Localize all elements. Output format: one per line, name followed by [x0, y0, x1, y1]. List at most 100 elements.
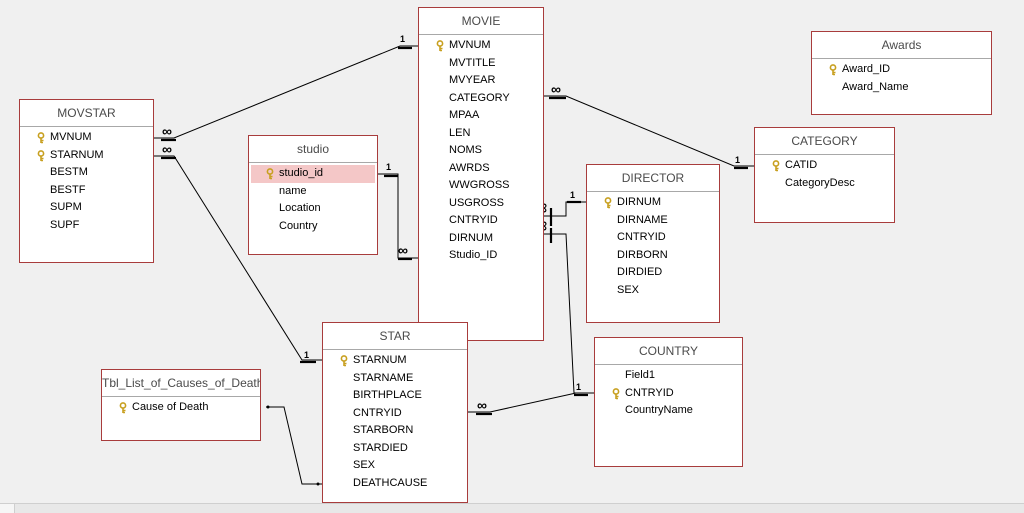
field-row[interactable]: MVYEAR: [419, 72, 543, 90]
field-name: Studio_ID: [449, 249, 498, 261]
field-row[interactable]: CNTRYID: [323, 405, 467, 423]
field-row[interactable]: LEN: [419, 125, 543, 143]
field-row[interactable]: STARNUM: [20, 147, 153, 165]
field-row[interactable]: DEATHCAUSE: [323, 475, 467, 493]
table-title: STAR: [323, 323, 467, 350]
field-row[interactable]: STARNAME: [323, 370, 467, 388]
horizontal-scrollbar[interactable]: [0, 503, 1024, 513]
table-title: DIRECTOR: [587, 165, 719, 192]
table-causes-of-death[interactable]: Tbl_List_of_Causes_of_Death Cause of Dea…: [101, 369, 261, 441]
field-row[interactable]: NOMS: [419, 142, 543, 160]
scroll-left-arrow-icon[interactable]: [0, 504, 15, 513]
field-name: DIRDIED: [617, 266, 663, 278]
field-name: DIRNUM: [617, 196, 661, 208]
field-row[interactable]: MVTITLE: [419, 55, 543, 73]
field-row[interactable]: Location: [249, 200, 377, 218]
field-name: MPAA: [449, 109, 480, 121]
field-row[interactable]: AWRDS: [419, 160, 543, 178]
field-row[interactable]: Field1: [595, 367, 742, 385]
field-row[interactable]: MPAA: [419, 107, 543, 125]
field-row[interactable]: CategoryDesc: [755, 175, 894, 193]
field-row[interactable]: USGROSS: [419, 195, 543, 213]
field-name: studio_id: [279, 167, 324, 179]
field-name: WWGROSS: [449, 179, 510, 191]
field-row[interactable]: DIRDIED: [587, 264, 719, 282]
relationship-line: [266, 406, 322, 485]
field-name: Country: [279, 219, 318, 232]
field-row[interactable]: SEX: [323, 457, 467, 475]
field-name: DIRNAME: [617, 213, 668, 226]
relationship-line: [154, 45, 418, 139]
field-name: LEN: [449, 126, 471, 139]
field-name: name: [279, 184, 307, 197]
field-row[interactable]: STARNUM: [323, 352, 467, 370]
primary-key-icon: [828, 64, 838, 76]
relationship-line: [544, 95, 754, 167]
field-name: CNTRYID: [353, 406, 402, 419]
field-name: STARNAME: [353, 371, 414, 384]
relationship-line: [154, 155, 322, 361]
field-name: Award_ID: [842, 63, 891, 75]
field-row[interactable]: CATEGORY: [419, 90, 543, 108]
field-name: STARBORN: [353, 424, 414, 436]
field-row[interactable]: Cause of Death: [102, 399, 260, 417]
field-name: USGROSS: [449, 196, 505, 209]
primary-key-icon: [265, 168, 275, 180]
field-name: SUPM: [50, 201, 82, 213]
field-row[interactable]: MVNUM: [20, 129, 153, 147]
field-row[interactable]: Studio_ID: [419, 247, 543, 265]
table-title: COUNTRY: [595, 338, 742, 365]
field-row[interactable]: Award_Name: [812, 79, 991, 97]
field-row[interactable]: DIRNUM: [419, 230, 543, 248]
primary-key-icon: [611, 387, 621, 400]
field-row[interactable]: CountryName: [595, 402, 742, 420]
field-row[interactable]: CNTRYID: [587, 229, 719, 247]
field-row[interactable]: studio_id: [251, 165, 375, 183]
field-row[interactable]: SUPF: [20, 217, 153, 235]
field-row[interactable]: STARDIED: [323, 440, 467, 458]
cardinality-one-label: 1: [400, 34, 405, 44]
field-name: MVNUM: [449, 39, 491, 51]
table-title: CATEGORY: [755, 128, 894, 155]
relationship-line: [468, 392, 577, 413]
field-name: DIRBORN: [617, 248, 668, 261]
field-row[interactable]: CNTRYID: [419, 212, 543, 230]
field-name: CNTRYID: [625, 386, 674, 399]
field-row[interactable]: Award_ID: [812, 61, 991, 79]
field-row[interactable]: CATID: [755, 157, 894, 175]
field-row[interactable]: SUPM: [20, 199, 153, 217]
field-row[interactable]: DIRNAME: [587, 212, 719, 230]
primary-key-icon: [435, 40, 445, 52]
field-row[interactable]: WWGROSS: [419, 177, 543, 195]
field-row[interactable]: MVNUM: [419, 37, 543, 55]
cardinality-many-label: ∞: [551, 81, 561, 97]
table-title: Awards: [812, 32, 991, 59]
field-row[interactable]: BIRTHPLACE: [323, 387, 467, 405]
field-row[interactable]: SEX: [587, 282, 719, 300]
field-row[interactable]: Country: [249, 218, 377, 236]
field-row[interactable]: DIRBORN: [587, 247, 719, 265]
field-row[interactable]: CNTRYID: [595, 385, 742, 403]
table-awards[interactable]: Awards Award_ID Award_Name: [811, 31, 992, 115]
field-name: MVNUM: [50, 131, 92, 143]
field-name: SEX: [353, 459, 376, 471]
field-row[interactable]: BESTM: [20, 164, 153, 182]
field-name: STARDIED: [353, 441, 408, 454]
primary-key-icon: [36, 132, 46, 144]
field-row[interactable]: name: [249, 183, 377, 201]
field-name: AWRDS: [449, 161, 490, 174]
field-row[interactable]: BESTF: [20, 182, 153, 200]
field-name: Award_Name: [842, 80, 909, 93]
field-row[interactable]: DIRNUM: [587, 194, 719, 212]
cardinality-one-label: 1: [570, 190, 575, 200]
field-row[interactable]: STARBORN: [323, 422, 467, 440]
field-list: Cause of Death: [102, 397, 260, 417]
